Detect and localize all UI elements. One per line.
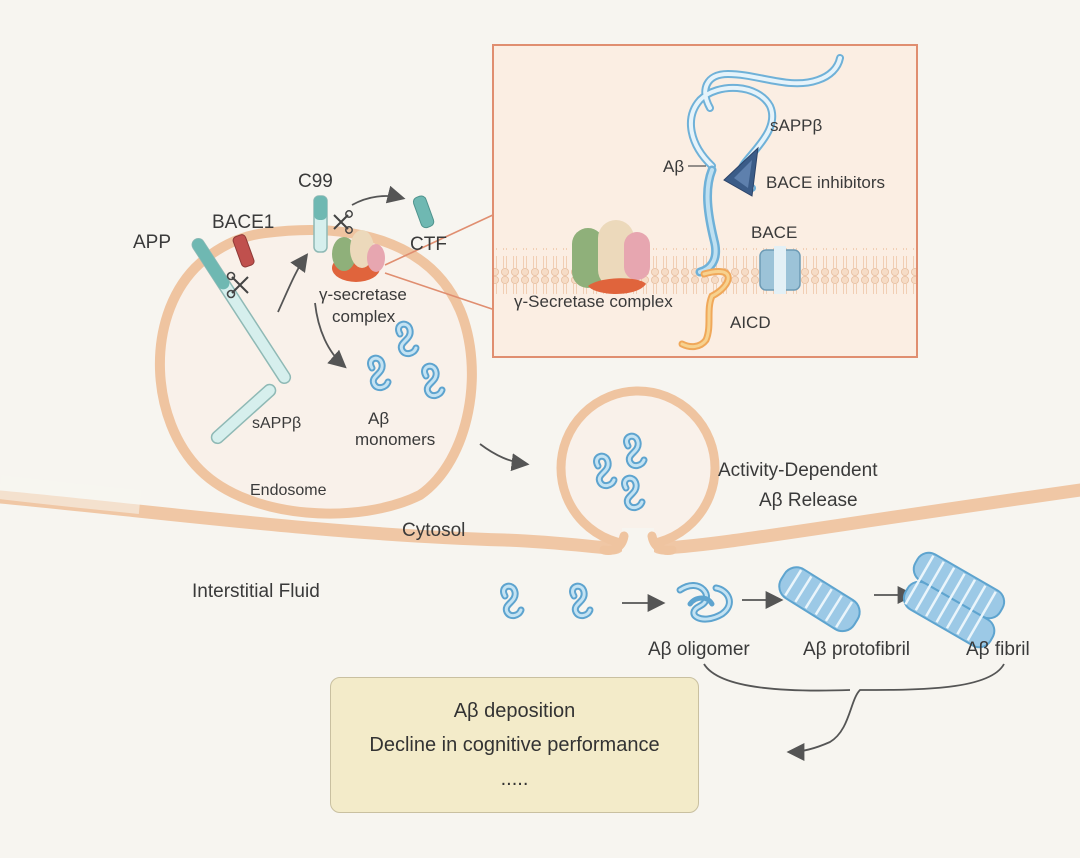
ab-oligomer-icon <box>676 581 733 623</box>
inset-label-bace: BACE <box>751 223 797 242</box>
label-bace1: BACE1 <box>212 212 274 233</box>
c99-fragment-top <box>314 196 327 220</box>
bace-channel <box>759 246 801 294</box>
outcome-ab-deposition: Aβ deposition <box>453 700 576 722</box>
inset-label-gamma-secretase-complex: γ-Secretase complex <box>514 292 673 311</box>
bace1-enzyme <box>232 234 255 268</box>
zoom-line-bottom <box>384 272 496 311</box>
app-protein <box>191 238 292 385</box>
label-cytosol: Cytosol <box>402 520 465 541</box>
outcome-cognitive-decline: Decline in cognitive performance <box>369 734 660 756</box>
label-activity-release-line2: Aβ Release <box>759 490 858 511</box>
sappb-fragment <box>210 383 277 445</box>
plasma-membrane <box>0 483 1080 555</box>
inset-label-ab: Aβ <box>663 157 684 176</box>
arrow-secretase-to-monomers <box>314 302 347 369</box>
ab-fibril-icon <box>902 551 1006 649</box>
free-monomer <box>573 586 590 615</box>
arrow-to-outcomes <box>703 663 1005 752</box>
label-interstitial-fluid: Interstitial Fluid <box>192 581 320 602</box>
outcomes-box: Aβ deposition Decline in cognitive perfo… <box>330 677 699 813</box>
gamma-secretase-complex-large <box>572 220 650 294</box>
free-monomer <box>504 586 521 615</box>
label-ab-monomers-line1: Aβ <box>368 409 389 428</box>
arrow-endosome-to-vesicle <box>479 443 530 472</box>
label-activity-release-line1: Activity-Dependent <box>718 460 878 481</box>
label-ab-protofibril: Aβ protofibril <box>803 639 910 660</box>
zoom-line-top <box>384 213 496 266</box>
label-c99: C99 <box>298 171 333 192</box>
label-gamma-secretase-line2: complex <box>332 307 396 326</box>
scissors-icon <box>226 271 249 299</box>
label-sappb-endosome: sAPPβ <box>252 415 301 432</box>
plasma-membrane-fade-left <box>0 475 142 514</box>
scissors-icon <box>333 210 353 234</box>
label-ab-fibril: Aβ fibril <box>966 639 1030 660</box>
inset-label-aicd: AICD <box>730 313 771 332</box>
inset-label-bace-inhibitors: BACE inhibitors <box>766 173 885 192</box>
label-ctf: CTF <box>410 234 447 255</box>
inset-label-sappb: sAPPβ <box>770 116 823 135</box>
ctf-fragment <box>412 195 435 229</box>
outcome-ellipsis: ..... <box>500 768 529 790</box>
label-ab-monomers-line2: monomers <box>355 430 435 449</box>
ab-protofibril-icon <box>778 566 861 633</box>
vesicle-neck-outline <box>599 531 677 555</box>
arrow-app-to-c99 <box>277 253 309 313</box>
inset-panel <box>492 44 918 358</box>
gamma-secretase-complex-small <box>332 230 385 282</box>
arrow-c99-to-ctf <box>351 185 406 206</box>
label-gamma-secretase-line1: γ-secretase <box>319 285 407 304</box>
label-endosome: Endosome <box>250 482 327 499</box>
label-app: APP <box>133 232 171 253</box>
label-ab-oligomer: Aβ oligomer <box>648 639 750 660</box>
